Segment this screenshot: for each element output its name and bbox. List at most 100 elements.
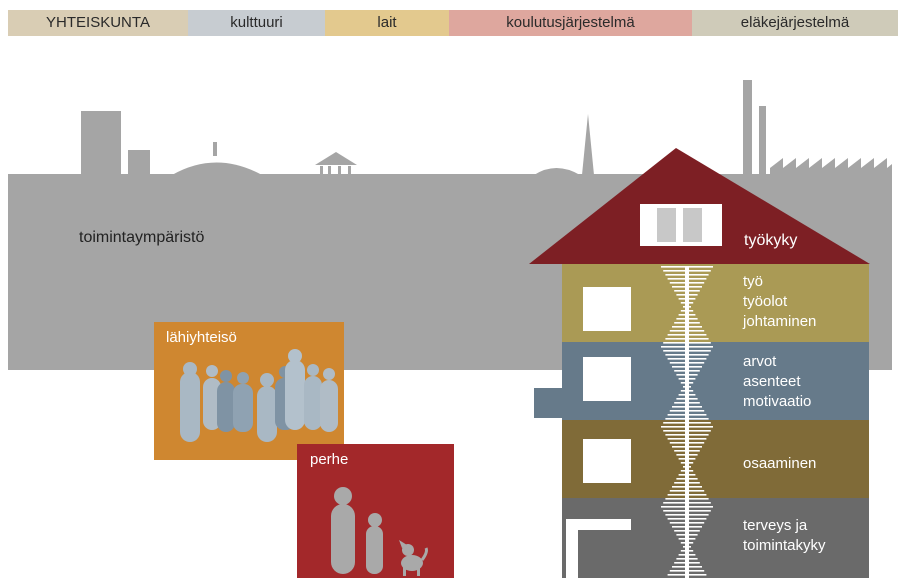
stair-tread [678,298,696,300]
stair-tread [680,390,694,392]
chimney-spire [582,114,594,175]
stair-tread [680,470,694,472]
stair-treads [661,266,713,576]
stair-tread [674,370,700,372]
stair-tread [667,574,707,576]
dome-right [534,168,580,175]
stair-tread [663,510,711,512]
stair-tread [663,430,711,432]
stair-tread [672,286,702,288]
stair-tread [680,310,694,312]
person-icon [217,382,235,432]
small-building [128,150,150,175]
stair-tread [676,294,698,296]
stair-tread [683,546,691,548]
stair-tread [669,442,705,444]
stair-tread [672,326,702,328]
stair-tread [678,474,696,476]
floor-4-line-2: työolot [743,293,788,310]
stair-tread [678,394,696,396]
stair-tread [663,350,711,352]
stair-tread [680,462,694,464]
stair-tread [665,498,709,500]
child-icon [366,526,383,574]
adult-icon [331,504,355,574]
stair-tread [667,438,707,440]
stair-tread [674,482,700,484]
stair-tread [663,270,711,272]
stair-tread [665,418,709,420]
stair-tread [663,422,711,424]
stair-tread [669,522,705,524]
stair-tread [680,382,694,384]
stair-tread [665,274,709,276]
stair-tread [661,426,713,428]
stair-tread [676,398,698,400]
society-tab-koulutusjarjestelma: koulutusjärjestelmä [449,10,692,36]
floor-1-text: terveys ja toimintakyky [743,516,826,556]
stair-tread [667,414,707,416]
floor-4-line-1: työ [743,273,764,290]
stair-tread [683,386,691,388]
stair-tread [665,514,709,516]
person-icon [233,384,253,432]
society-tab-lait: lait [325,10,449,36]
stair-tread [683,466,691,468]
stair-tread [661,506,713,508]
stair-tread [674,322,700,324]
stair-tread [680,302,694,304]
society-bar: YHTEISKUNTA kulttuuri lait koulutusjärje… [8,10,898,36]
dog-icon [399,540,428,576]
stair-tread [667,278,707,280]
society-tab-elakejarjestelma: eläkejärjestelmä [692,10,898,36]
person-icon [203,378,221,430]
stair-tread [667,358,707,360]
stair-tread [667,334,707,336]
person-icon [320,380,338,432]
person-icon [257,386,277,442]
stair-tread [672,406,702,408]
stair-tread [665,354,709,356]
stair-tread [678,554,696,556]
person-icon [180,372,200,442]
community-label: lähiyhteisö [166,329,237,346]
stair-tread [665,434,709,436]
dome-left [172,162,262,175]
stair-tread [672,446,702,448]
stair-tread [669,570,705,572]
family-label: perhe [310,451,349,468]
stair-tread [674,290,700,292]
stair-tread [676,374,698,376]
community-group [154,322,344,460]
stair-tread [669,410,705,412]
stair-tread [669,362,705,364]
stair-tread [674,530,700,532]
stair-tread [663,342,711,344]
stair-tread [672,526,702,528]
floor-2-line-1: osaaminen [743,455,817,472]
floor-2-text: osaaminen [743,454,816,474]
stair-tread [667,518,707,520]
floor-4-text: työ työolot johtaminen [743,272,816,332]
stair-tread [678,458,696,460]
floor-1-line-2: toimintakyky [743,537,826,554]
stair-tread [669,490,705,492]
stair-tread [669,282,705,284]
stair-tread [683,306,691,308]
stair-tread [676,534,698,536]
stair-tread [680,542,694,544]
stair-tread [672,566,702,568]
stair-tread [676,558,698,560]
environment-label: toimintaympäristö [79,229,205,246]
factory-chimney-2 [759,106,766,180]
person-icon [304,376,322,430]
window-floor-4 [583,287,631,331]
tower-building [81,111,121,175]
family-group [297,444,454,578]
floor-3-text: arvot asenteet motivaatio [743,352,811,412]
stair-tread [672,486,702,488]
factory-chimney-1 [743,80,752,180]
stair-tread [676,454,698,456]
attic-window [640,204,722,246]
stair-tread [661,266,713,268]
